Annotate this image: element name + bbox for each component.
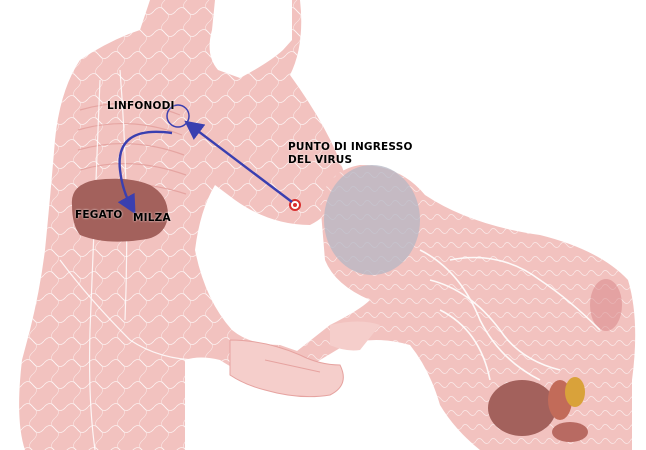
- entry-point-dot: [293, 203, 297, 207]
- right-figure: [292, 165, 636, 450]
- label-fegato: FEGATO: [75, 209, 123, 221]
- handshake: [230, 322, 380, 397]
- label-milza: MILZA: [133, 212, 171, 224]
- label-linfonodi: LINFONODI: [107, 100, 175, 112]
- label-entry-point: PUNTO DI INGRESSO DEL VIRUS: [288, 141, 413, 167]
- head-overlay: [324, 165, 420, 275]
- right-organ-liver: [488, 380, 556, 436]
